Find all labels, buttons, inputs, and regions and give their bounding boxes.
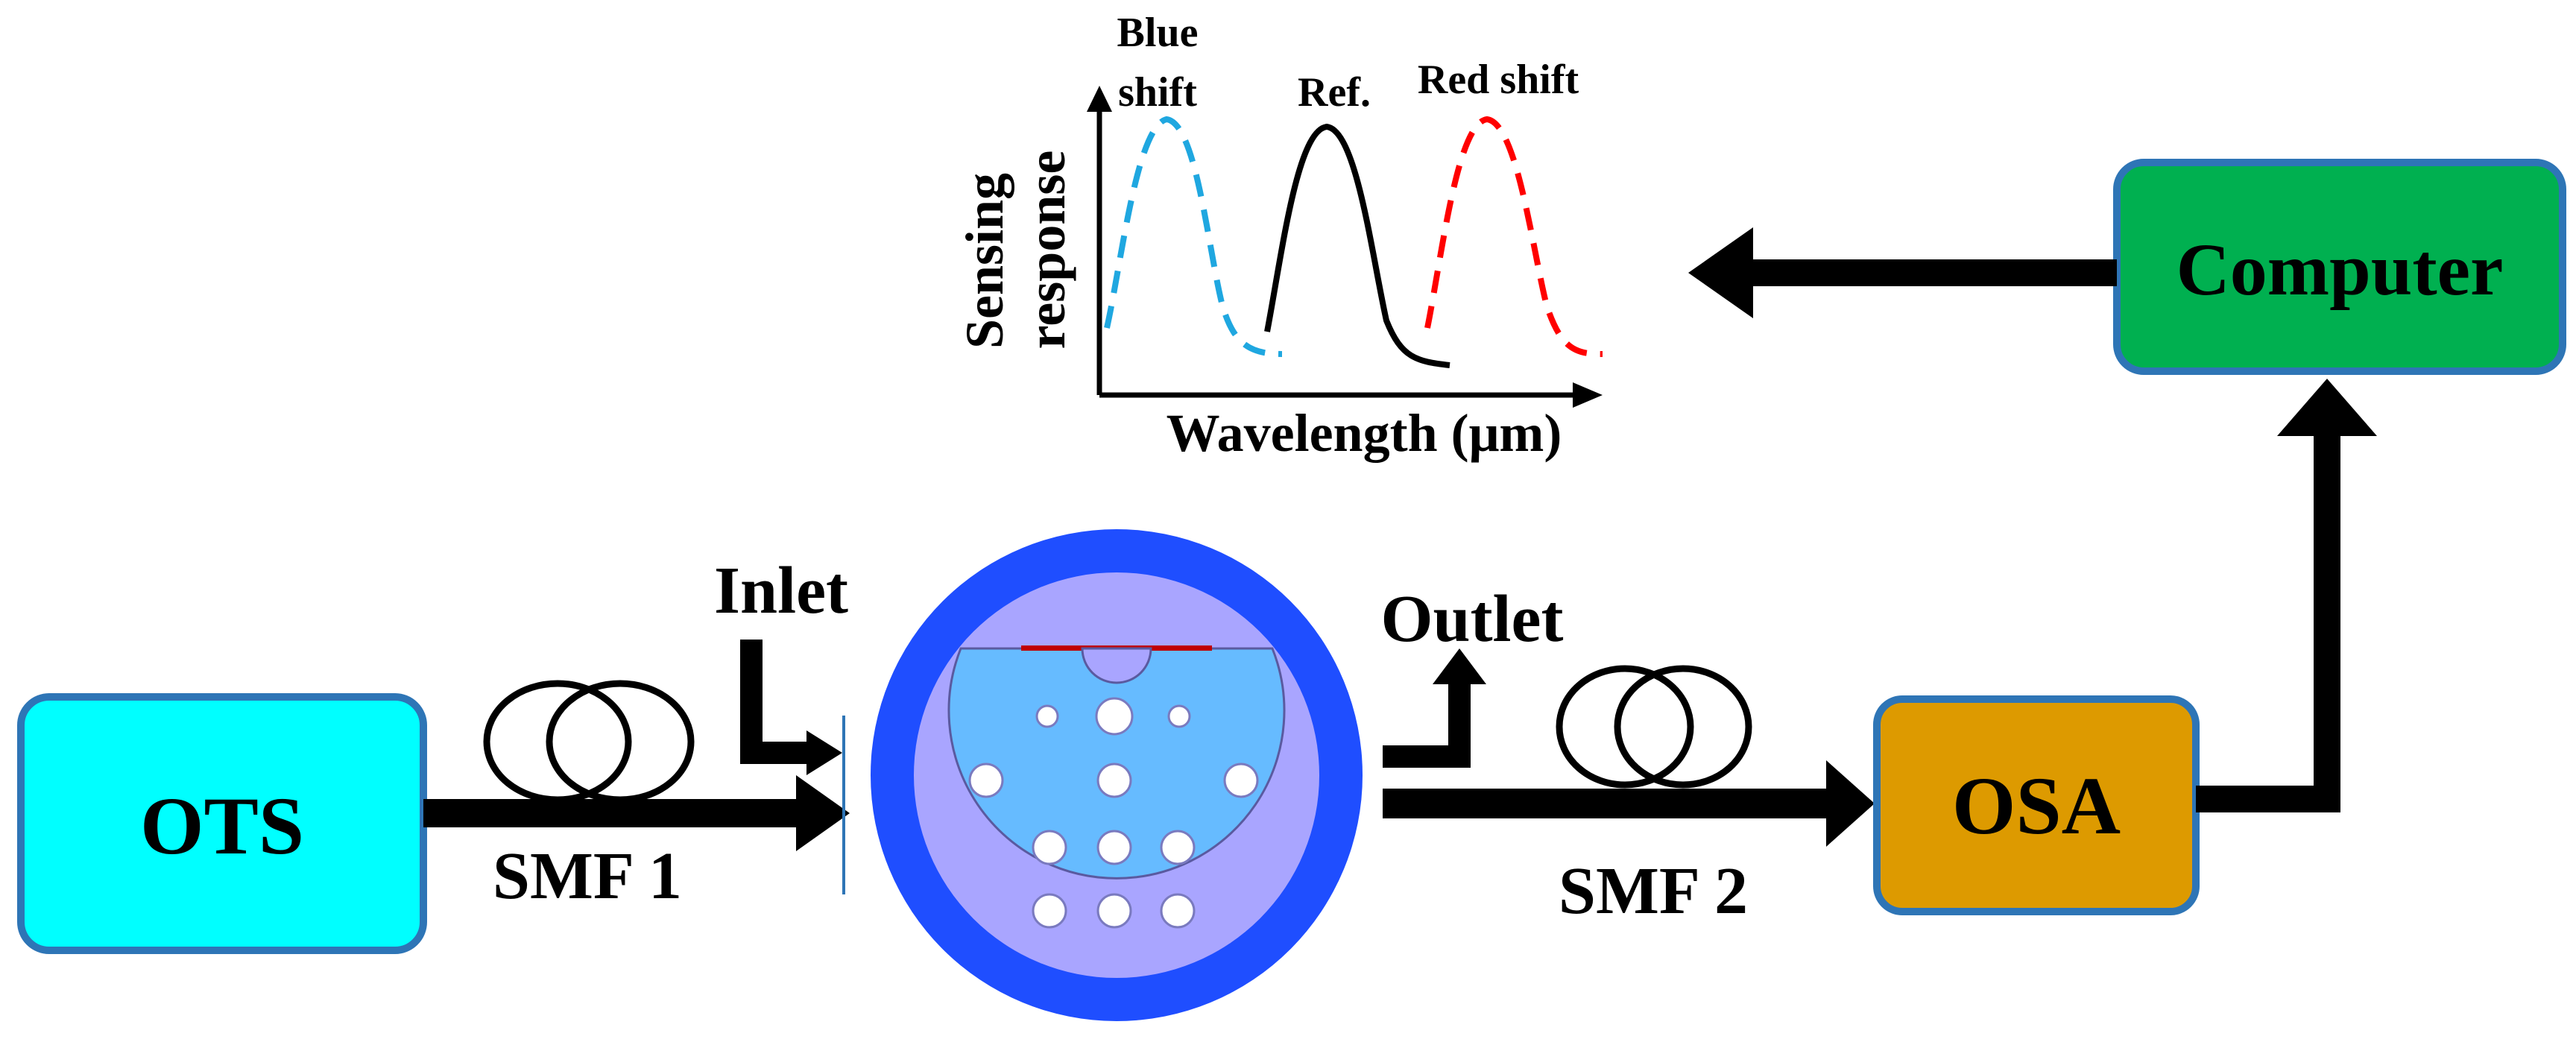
plot-xlabel: Wavelength (μm) [1167,403,1562,463]
smf1-label: SMF 1 [493,839,682,913]
smf2-coil-loop-right [1614,665,1752,789]
air-hole [1032,830,1067,865]
air-hole [968,763,1004,798]
sensor-notch [1081,647,1152,684]
plot-x-axis-arrow [1573,382,1603,408]
smf2-arrow-head [1826,760,1875,847]
osa-to-computer-arrow [2196,379,2377,812]
inlet-port: Inlet [714,554,848,894]
outlet-port: Outlet [1381,582,1564,768]
inlet-label: Inlet [714,554,848,628]
inlet-arrow [740,640,812,764]
ref-label: Ref. [1298,69,1371,116]
smf1-coil-loop-left [483,680,632,804]
inlet-arrow-head [806,730,842,775]
smf1-arrow-head [796,775,850,851]
smf1-coil-loop-right [546,680,695,804]
inset-plot: Sensing response Wavelength (μm) Blue sh… [955,10,1603,463]
ots-box: OTS [17,693,427,954]
computer-to-plot-shaft [1752,259,2117,286]
plot-ylabel-line2: response [1017,151,1076,350]
blue-shift-curve [1104,116,1283,357]
smf1-fiber: SMF 1 [423,680,850,913]
air-hole [1160,830,1196,865]
blue-shift-label-line2: shift [1118,69,1197,116]
red-shift-label: Red shift [1418,57,1579,103]
red-shift-curve [1424,116,1603,357]
plot-y-axis-arrow [1087,86,1112,112]
blue-shift-label-line1: Blue [1117,10,1199,56]
air-hole [1096,893,1132,929]
outlet-arrow [1383,682,1471,768]
air-hole [1167,704,1191,728]
computer-label: Computer [2176,228,2504,311]
air-hole [1223,763,1259,798]
smf2-arrow-shaft [1383,789,1830,818]
ots-label: OTS [140,780,304,871]
osa-to-computer-head [2277,379,2377,436]
smf2-fiber: SMF 2 [1383,665,1875,928]
computer-to-plot-arrow [1688,227,2117,318]
air-hole [1096,830,1132,865]
sensor-cross-section [871,529,1363,1021]
air-hole [1096,763,1132,798]
air-holes [968,697,1259,929]
osa-label: OSA [1952,760,2121,851]
smf1-arrow-shaft [423,799,804,827]
osa-to-computer-path [2196,432,2340,812]
outlet-arrow-head [1433,648,1486,684]
computer-box: Computer [2113,159,2566,375]
smf2-label: SMF 2 [1559,854,1748,928]
ref-curve [1264,123,1450,368]
plot-ylabel-line1: Sensing [955,173,1014,349]
air-hole [1035,704,1059,728]
air-hole [1160,893,1196,929]
osa-box: OSA [1873,695,2200,915]
computer-to-plot-head [1688,227,1753,318]
outlet-label: Outlet [1381,582,1564,656]
air-hole [1032,893,1067,929]
air-hole [1095,697,1134,736]
smf2-coil-loop-left [1556,665,1694,789]
